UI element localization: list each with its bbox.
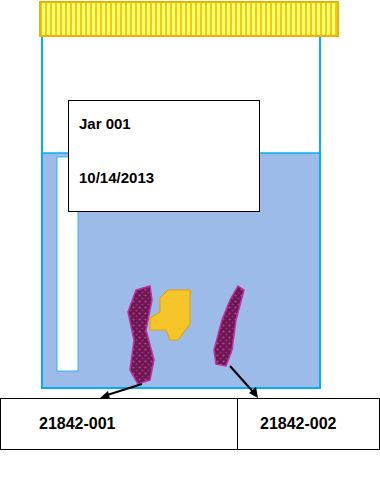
- jar-body: [42, 36, 320, 388]
- arrow-head: [249, 387, 258, 398]
- leader-line: [104, 384, 142, 396]
- jar-date: 10/14/2013: [79, 169, 154, 186]
- table-cell: 21842-002: [237, 398, 380, 450]
- specimen: [128, 286, 154, 384]
- jar-lid: [40, 2, 338, 36]
- leader-line: [230, 366, 255, 394]
- cassette: [150, 290, 190, 340]
- specimen-id: 21842-002: [260, 415, 337, 433]
- specimen: [214, 286, 244, 366]
- jar-label: Jar 001 10/14/2013: [68, 100, 260, 212]
- jar-number: Jar 001: [79, 115, 131, 132]
- specimen-id: 21842-001: [39, 415, 116, 433]
- table-cell: 21842-001: [0, 398, 238, 450]
